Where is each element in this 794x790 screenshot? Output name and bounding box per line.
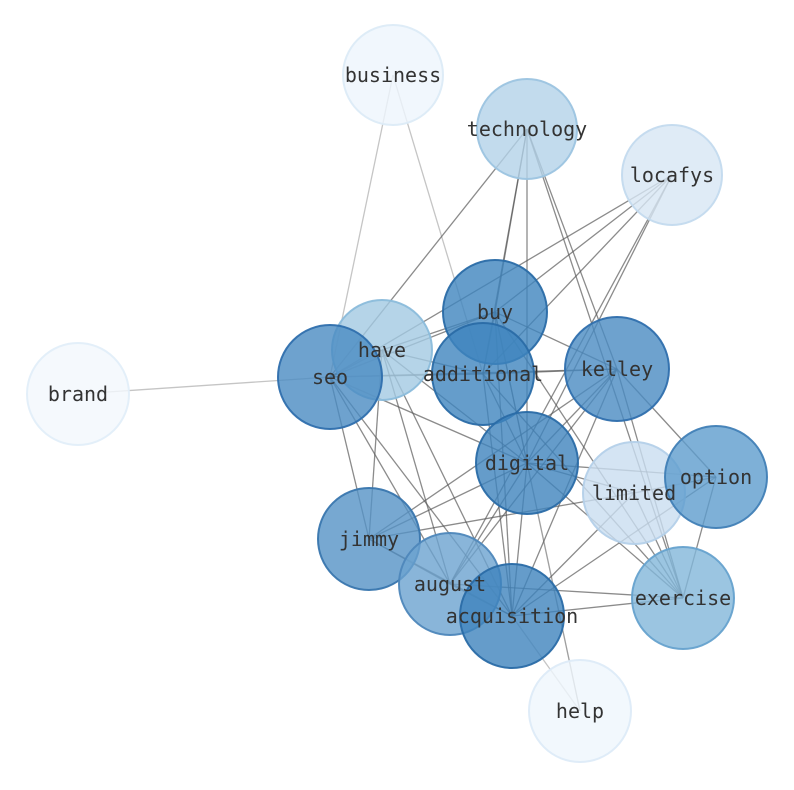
node-label-august: august — [414, 572, 486, 596]
node-label-help: help — [556, 699, 604, 723]
node-kelley — [564, 316, 670, 422]
node-business — [342, 24, 444, 126]
node-locafys — [621, 124, 723, 226]
node-label-have: have — [358, 338, 406, 362]
node-digital — [475, 411, 579, 515]
node-label-additional: additional — [423, 362, 543, 386]
node-label-technology: technology — [467, 117, 587, 141]
node-label-acquisition: acquisition — [446, 604, 578, 628]
node-acquisition — [459, 563, 565, 669]
node-technology — [476, 78, 578, 180]
node-label-digital: digital — [485, 451, 569, 475]
node-seo — [277, 324, 383, 430]
node-label-buy: buy — [477, 300, 513, 324]
node-label-option: option — [680, 465, 752, 489]
node-label-kelley: kelley — [581, 357, 653, 381]
node-jimmy — [317, 487, 421, 591]
node-additional — [431, 322, 535, 426]
node-exercise — [631, 546, 735, 650]
node-option — [664, 425, 768, 529]
node-layer — [26, 24, 768, 763]
node-help — [528, 659, 632, 763]
node-label-jimmy: jimmy — [339, 527, 399, 551]
node-brand — [26, 342, 130, 446]
node-label-locafys: locafys — [630, 163, 714, 187]
node-label-seo: seo — [312, 365, 348, 389]
node-label-business: business — [345, 63, 441, 87]
node-label-limited: limited — [592, 481, 676, 505]
node-label-exercise: exercise — [635, 586, 731, 610]
node-label-brand: brand — [48, 382, 108, 406]
edge-locafys-august — [449, 174, 673, 585]
